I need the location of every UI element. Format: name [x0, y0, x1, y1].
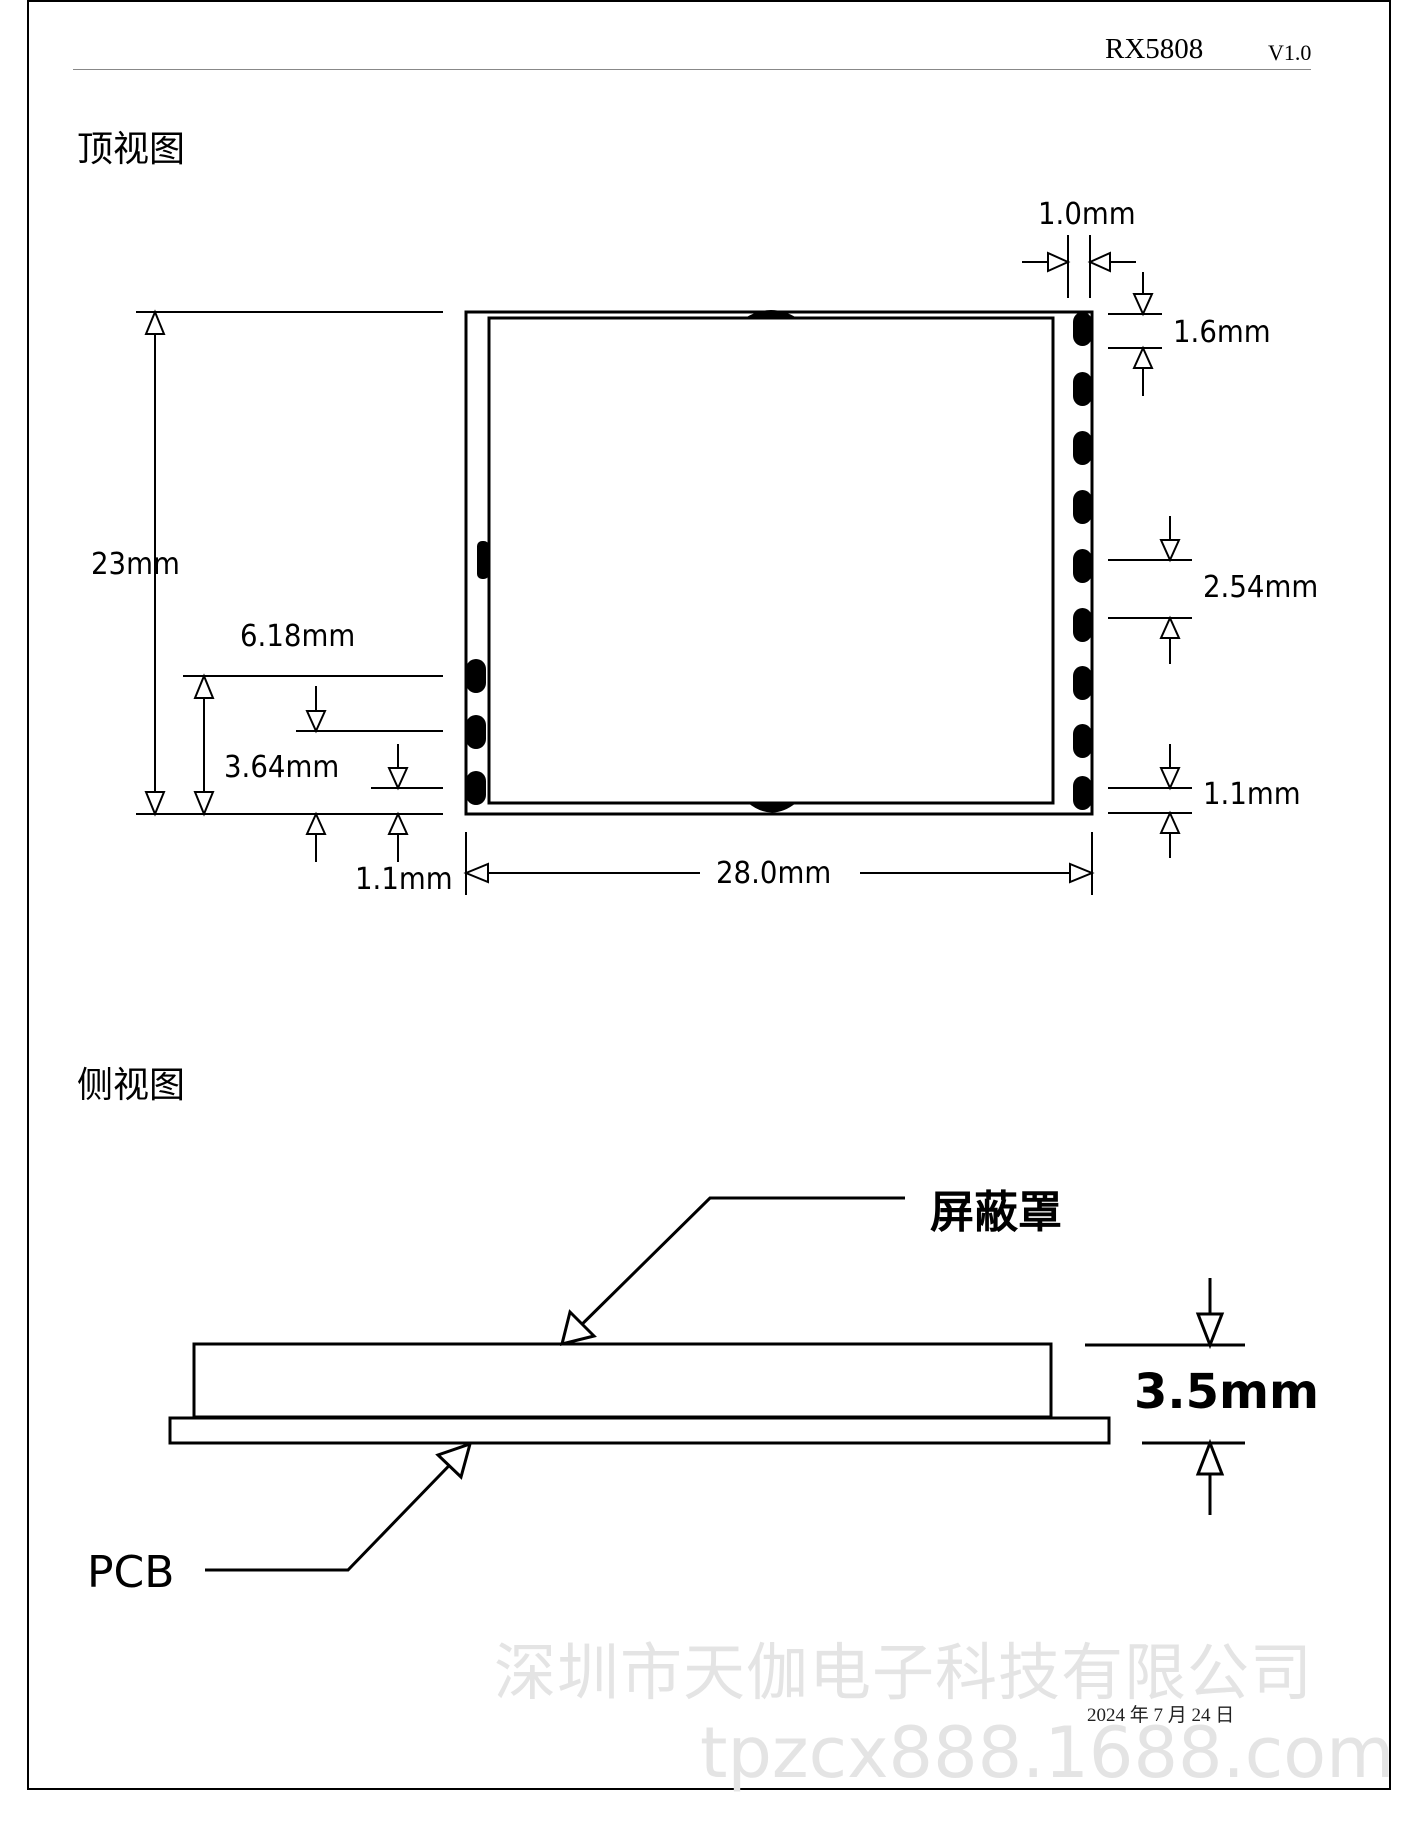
side-view-drawing	[168, 1196, 1245, 1572]
pad-height-label: 1.6mm	[1173, 315, 1271, 350]
watermark-company: 深圳市天伽电子科技有限公司	[494, 1636, 1314, 1709]
page-frame	[27, 0, 1391, 1790]
right-pad	[1073, 312, 1092, 346]
right-pad	[1073, 490, 1092, 524]
height-label: 23mm	[91, 547, 180, 582]
header-rule	[73, 69, 1311, 70]
right-pad	[1073, 776, 1092, 810]
right-pad	[1073, 431, 1092, 465]
left-pad	[466, 715, 486, 749]
top-view-dimension-lines	[136, 235, 1192, 895]
left-pad-offset-label: 6.18mm	[240, 619, 356, 654]
watermark-url: tpzcx888.1688.com	[700, 1712, 1395, 1794]
shield-label: 屏蔽罩	[930, 1187, 1062, 1238]
side-shield	[192, 1342, 1053, 1419]
pitch-label: 2.54mm	[1203, 570, 1319, 605]
pad-width-label: 1.0mm	[1038, 197, 1136, 232]
left-mid-pad	[477, 541, 489, 579]
right-pad	[1073, 666, 1092, 700]
shield-outline	[487, 316, 1055, 805]
width-label: 28.0mm	[716, 856, 832, 891]
right-pad	[1073, 608, 1092, 642]
left-pad-pitch-label: 3.64mm	[224, 750, 340, 785]
left-offset-label: 1.1mm	[355, 862, 453, 897]
module-outline	[464, 310, 1094, 816]
right-pad	[1073, 724, 1092, 758]
top-view-module	[464, 310, 1094, 816]
right-pad	[1073, 372, 1092, 406]
header-version: V1.0	[1268, 40, 1312, 65]
top-tab	[745, 310, 797, 318]
bottom-tab	[748, 803, 796, 813]
right-pad	[1073, 549, 1092, 583]
right-offset-label: 1.1mm	[1203, 777, 1301, 812]
pcb-label: PCB	[87, 1547, 175, 1598]
side-view-title: 侧视图	[77, 1065, 186, 1106]
side-pcb	[168, 1416, 1111, 1445]
header-model: RX5808	[1105, 33, 1204, 65]
thickness-label: 3.5mm	[1134, 1364, 1320, 1420]
top-view-pads	[466, 310, 1092, 813]
left-pad	[466, 659, 486, 693]
top-view-title: 顶视图	[77, 129, 186, 170]
left-pad	[466, 771, 486, 805]
footer-date: 2024 年 7 月 24 日	[1087, 1705, 1235, 1726]
